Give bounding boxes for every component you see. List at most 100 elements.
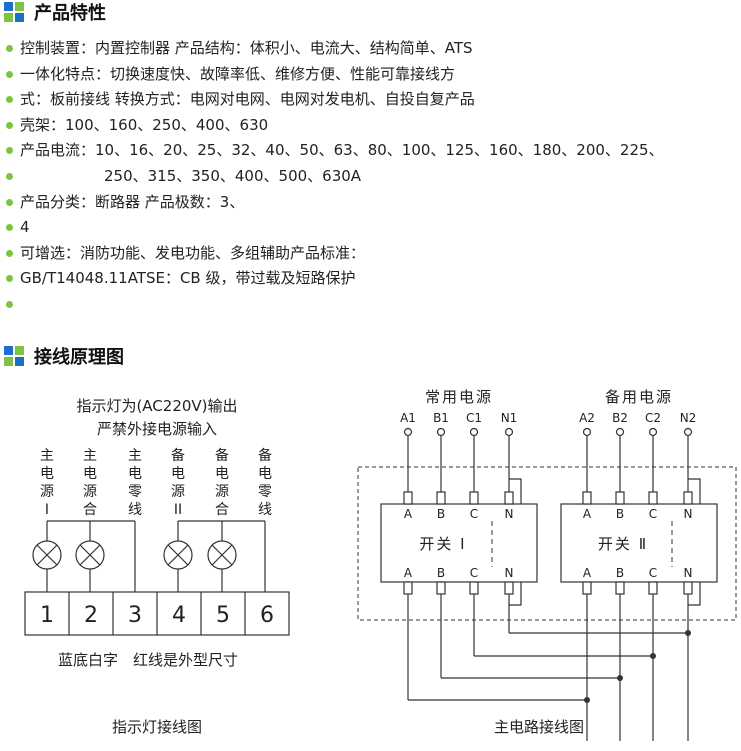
main-circuit-caption: 主电路接线图 — [494, 718, 584, 736]
terminal-block — [24, 591, 290, 636]
column-label: 电 — [171, 466, 185, 482]
phase-label: N — [684, 566, 693, 580]
switch-2-label: 开关 Ⅱ — [598, 535, 648, 553]
phase-label: N — [505, 507, 514, 521]
column-label: 主 — [83, 448, 97, 464]
terminal-number: 5 — [216, 603, 230, 628]
column-label: 备 — [258, 447, 272, 464]
source2-label: 备用电源 — [605, 388, 673, 406]
list-item: 可增选：消防功能、发电功能、多组辅助产品标准： — [0, 241, 741, 267]
phase-label: B — [616, 566, 624, 580]
bullet-icon — [6, 275, 13, 283]
phase-label: B — [437, 507, 445, 521]
phase-label: C — [470, 507, 478, 521]
bullet-icon — [6, 45, 13, 52]
indicator-footer-note: 蓝底白字 红线是外型尺寸 — [58, 651, 238, 669]
bullet-icon — [6, 224, 13, 232]
switch-1-label: 开关 Ⅰ — [419, 535, 466, 553]
phase-label: C — [649, 507, 657, 521]
bullet-icon — [6, 300, 13, 308]
list-item: 控制装置：内置控制器 产品结构：体积小、电流大、结构简单、ATS — [0, 36, 741, 62]
wiring-title: 接线原理图 — [34, 347, 124, 368]
column-label: 线 — [128, 502, 142, 518]
column-label: 源 — [83, 484, 97, 500]
terminal-number: 2 — [84, 603, 98, 628]
column-label: 合 — [215, 502, 229, 518]
feature-list: 控制装置：内置控制器 产品结构：体积小、电流大、结构简单、ATS 一体化特点：切… — [0, 36, 741, 318]
phase-label: A — [404, 507, 413, 521]
phase-label: C — [649, 566, 657, 580]
features-heading: 产品特性 — [4, 0, 106, 24]
terminal-label: N2 — [680, 411, 697, 425]
indicator-note-1: 指示灯为(AC220V)输出 — [76, 397, 237, 415]
junction-dot — [650, 653, 656, 659]
phase-label: A — [583, 507, 592, 521]
list-item: 250、315、350、400、500、630A — [0, 164, 741, 190]
phase-label: A — [583, 566, 592, 580]
list-item: 壳架：100、160、250、400、630 — [0, 113, 741, 139]
list-item: 4 — [0, 215, 741, 241]
bullet-icon — [6, 198, 13, 206]
column-label: 电 — [215, 466, 229, 482]
column-label: 零 — [128, 484, 142, 500]
terminal-label: N1 — [501, 411, 518, 425]
lamp-icon — [32, 540, 62, 570]
junction-dot — [685, 630, 691, 636]
junction-dot — [584, 697, 590, 703]
terminal-label: A2 — [579, 411, 595, 425]
main-circuit-diagram: 常用电源 备用电源 A1 B1 C1 N1 A2 B2 C2 N2 — [357, 388, 737, 741]
features-title: 产品特性 — [34, 3, 106, 24]
indicator-note-2: 严禁外接电源输入 — [97, 420, 217, 438]
column-label: 源 — [40, 484, 54, 500]
terminal-number: 4 — [172, 603, 186, 628]
junction-dot — [617, 675, 623, 681]
column-label: 电 — [128, 466, 142, 482]
list-item: 一体化特点：切换速度快、故障率低、维修方便、性能可靠接线方 — [0, 62, 741, 88]
phase-label: A — [404, 566, 413, 580]
terminal-circle-icon — [683, 427, 693, 437]
terminal-circle-icon — [436, 427, 446, 437]
column-label: 源 — [215, 484, 229, 500]
column-label: 线 — [258, 502, 272, 518]
source1-label: 常用电源 — [425, 388, 493, 406]
bullet-icon — [6, 249, 13, 257]
column-label: 主 — [40, 448, 54, 464]
column-label: 源 — [171, 484, 185, 500]
list-item — [0, 292, 741, 318]
terminal-label: B1 — [433, 411, 449, 425]
bullet-icon — [6, 70, 13, 78]
switch-1-body — [380, 503, 538, 583]
terminal-label: B2 — [612, 411, 628, 425]
phase-label: C — [470, 566, 478, 580]
terminal-circle-icon — [648, 427, 658, 437]
terminal-number: 1 — [40, 603, 54, 628]
switch-2-body — [560, 503, 718, 583]
phase-label: B — [616, 507, 624, 521]
terminal-circle-icon — [469, 427, 479, 437]
list-item: 式：板前接线 转换方式：电网对电网、电网对发电机、自投自复产品 — [0, 87, 741, 113]
list-item: GB/T14048.11ATSE：CB 级，带过载及短路保护 — [0, 266, 741, 292]
wiring-heading: 接线原理图 — [4, 344, 124, 368]
column-label: 主 — [128, 448, 142, 464]
section-grid-icon — [4, 346, 24, 366]
bullet-icon — [6, 172, 13, 180]
terminal-circle-icon — [504, 427, 514, 437]
enclosure-outline — [357, 466, 737, 621]
column-label: II — [174, 502, 182, 518]
terminal-number: 6 — [260, 603, 274, 628]
terminal-circle-icon — [615, 427, 625, 437]
section-grid-icon — [4, 2, 24, 22]
lamp-icon — [75, 540, 105, 570]
terminal-label: C2 — [645, 411, 661, 425]
terminal-circle-icon — [582, 427, 592, 437]
phase-label: B — [437, 566, 445, 580]
terminal-number: 3 — [128, 603, 142, 628]
list-item: 产品电流：10、16、20、25、32、40、50、63、80、100、125、… — [0, 138, 741, 164]
column-label: 备 — [171, 447, 185, 464]
terminal-label: A1 — [400, 411, 416, 425]
column-label: 电 — [40, 466, 54, 482]
indicator-caption: 指示灯接线图 — [112, 718, 202, 736]
indicator-wiring-diagram: 指示灯为(AC220V)输出 严禁外接电源输入 主 电 源 I 主 电 源 合 … — [24, 397, 290, 736]
bullet-icon — [6, 121, 13, 129]
terminal-circle-icon — [403, 427, 413, 437]
